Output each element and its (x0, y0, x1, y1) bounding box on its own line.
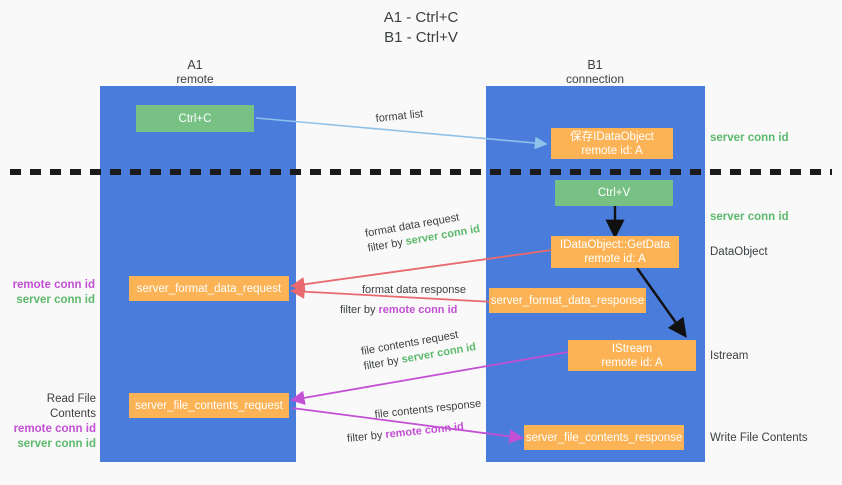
label-read-file-contents-group: Read File Contents remote conn id server… (4, 392, 96, 452)
edge-label-format-data-response-line2: filter by remote conn id (340, 303, 466, 318)
node-istream-line2: remote id: A (601, 356, 663, 369)
node-getdata[interactable]: IDataObject::GetData remote id: A (551, 236, 679, 268)
node-ctrl-c-label: Ctrl+C (178, 112, 212, 125)
edge-label-format-data-response: format data response filter by remote co… (340, 283, 466, 318)
node-file-contents-request[interactable]: server_file_contents_request (129, 393, 289, 418)
label-istream-text: Istream (710, 350, 749, 362)
node-file-contents-response[interactable]: server_file_contents_response (524, 425, 684, 450)
node-file-contents-request-label: server_file_contents_request (135, 399, 283, 412)
edge-label-format-list: format list (375, 107, 424, 127)
node-save-idataobject-line1: 保存IDataObject (570, 130, 654, 143)
node-save-idataobject-line2: remote id: A (581, 144, 643, 157)
node-ctrl-v[interactable]: Ctrl+V (555, 180, 673, 206)
node-ctrl-v-label: Ctrl+V (597, 187, 631, 199)
edge-label-format-data-request: format data request filter by server con… (364, 207, 481, 256)
node-format-data-request-label: server_format_data_request (136, 282, 282, 295)
node-save-idataobject[interactable]: 保存IDataObject remote id: A (551, 128, 673, 159)
column-header-left: A1 remote (130, 58, 260, 86)
label-format-conn-ids: remote conn id server conn id (10, 278, 95, 308)
column-left-name: A1 (187, 58, 203, 72)
label-format-server-conn-id: server conn id (16, 294, 95, 306)
page-title: A1 - Ctrl+C B1 - Ctrl+V (0, 8, 842, 48)
label-write-file-contents-text: Write File Contents (710, 432, 808, 444)
label-server-conn-id-mid-text: server conn id (710, 211, 789, 223)
node-format-data-response[interactable]: server_format_data_response (489, 288, 646, 313)
label-server-conn-id-mid: server conn id (710, 210, 789, 225)
column-left-role: remote (176, 72, 214, 86)
label-file-remote-conn-id: remote conn id (13, 423, 96, 435)
title-line-1: A1 - Ctrl+C (383, 9, 459, 26)
edge-label-file-contents-response: file contents response filter by remote … (346, 397, 484, 445)
label-format-remote-conn-id: remote conn id (12, 279, 95, 291)
label-data-object: DataObject (710, 245, 768, 260)
edge-label-file-contents-response-line2: filter by remote conn id (346, 418, 484, 447)
column-right-role: connection (565, 72, 625, 86)
column-right-name: B1 (587, 58, 603, 72)
node-getdata-line2: remote id: A (584, 253, 646, 265)
label-read-file-contents: Read File Contents (46, 393, 96, 420)
label-server-conn-id-top: server conn id (710, 131, 789, 146)
node-ctrl-c[interactable]: Ctrl+C (136, 105, 254, 132)
node-istream-line1: IStream (611, 342, 653, 355)
edge-file-contents-response-prefix: filter by (346, 428, 387, 445)
edge-label-file-contents-request: file contents request filter by server c… (360, 325, 477, 374)
node-format-data-response-label: server_format_data_response (490, 294, 645, 307)
edge-format-data-response-key: remote conn id (378, 304, 458, 316)
edge-label-format-list-text: format list (375, 108, 424, 125)
label-file-server-conn-id: server conn id (17, 438, 96, 450)
edge-format-data-response-prefix: filter by (340, 304, 379, 316)
label-istream: Istream (710, 349, 748, 364)
node-istream[interactable]: IStream remote id: A (568, 340, 696, 371)
edge-file-contents-response-key: remote conn id (384, 420, 465, 441)
edge-label-format-data-response-line1: format data response (362, 284, 466, 296)
label-write-file-contents: Write File Contents (710, 431, 808, 446)
label-data-object-text: DataObject (710, 246, 768, 258)
node-format-data-request[interactable]: server_format_data_request (129, 276, 289, 301)
label-server-conn-id-top-text: server conn id (710, 132, 789, 144)
column-header-right: B1 connection (530, 58, 660, 86)
node-file-contents-response-label: server_file_contents_response (525, 431, 683, 444)
title-line-2: B1 - Ctrl+V (384, 29, 458, 46)
node-getdata-line1: IDataObject::GetData (560, 239, 670, 251)
